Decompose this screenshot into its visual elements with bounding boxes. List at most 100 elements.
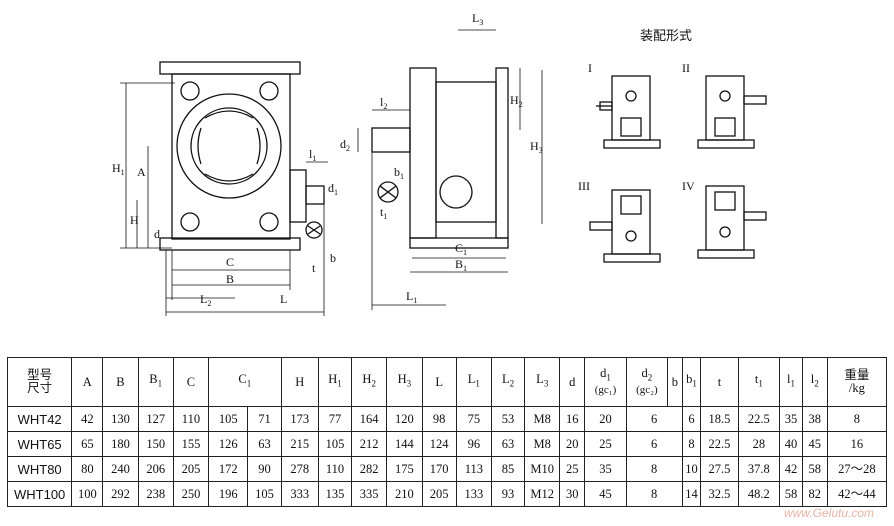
label-t1: t1 [380,205,387,221]
header-top: 型号 [27,368,53,382]
label-H3: H3 [530,139,543,155]
header-cell: l2 [801,357,828,407]
value-cell: 82 [801,481,828,507]
header-cell-stacked: 型号尺寸 [6,357,73,407]
value-cell: 35 [779,406,803,432]
value-cell: 133 [455,481,492,507]
value-cell: 113 [455,456,492,482]
header-symbol: d [641,365,648,380]
value-cell: 210 [386,481,423,507]
model-cell: WHT65 [6,431,73,457]
header-subscript: 1 [337,378,342,389]
header-cell: C [172,357,210,407]
value-cell: 124 [421,431,457,457]
header-symbol: l [786,372,791,387]
value-cell: 16 [559,406,586,432]
value-cell: 215 [280,431,319,457]
label-A: A [137,165,146,179]
header-symbol: d [569,374,576,389]
value-cell: 250 [172,481,210,507]
header-subscript: 3 [406,378,412,389]
value-cell: 164 [351,406,388,432]
value-cell: 110 [172,406,210,432]
value-cell: 18.5 [700,406,739,432]
label-B: B [226,272,234,286]
header-symbol: t [717,374,722,389]
value-cell: 130 [102,406,139,432]
model-cell: WHT100 [6,481,73,507]
header-top: 重量 [844,368,870,382]
value-cell: 75 [455,406,492,432]
value-cell: 93 [490,481,526,507]
header-subscript: 1 [475,378,480,389]
header-symbol: B [116,374,125,389]
value-cell: 126 [208,431,249,457]
value-cell: 90 [247,456,282,482]
header-symbol: L [501,372,510,387]
label-B1: B1 [455,257,467,273]
model-cell: WHT42 [6,406,73,432]
watermark: www.Gelutu.com [783,506,874,520]
label-d2: d2 [340,137,350,153]
assembly-form-II [697,75,767,149]
assembly-title: 装配形式 [640,29,692,44]
label-L1: L1 [406,289,417,305]
value-cell: 63 [490,431,526,457]
header-cell: L2 [490,357,526,407]
label-b1: b1 [394,165,404,181]
header-subscript: 1 [758,378,763,389]
value-cell: 135 [317,481,353,507]
header-cell: A [71,357,104,407]
value-cell: 25 [584,431,627,457]
label-l1: l1 [309,147,316,163]
value-cell: 22.5 [737,406,781,432]
header-cell: B1 [137,357,174,407]
label-H2: H2 [510,93,523,109]
value-cell: M12 [524,481,561,507]
value-cell: 22.5 [700,431,739,457]
value-cell: 120 [386,406,423,432]
header-symbol: H [328,372,338,387]
value-cell: 333 [280,481,319,507]
label-d: d [154,227,160,241]
value-cell: 45 [801,431,828,457]
value-cell: 14 [681,481,702,507]
header-symbol: l [810,372,815,387]
header-bottom: 尺寸 [27,381,53,395]
value-cell: 155 [172,431,210,457]
value-cell: 38 [801,406,828,432]
header-bottom: /kg [848,381,865,395]
value-cell: 16 [826,431,888,457]
header-symbol: C [238,372,247,387]
header-symbol: t [754,372,759,387]
drawing-canvas: H1 A H d C B L2 L l1 d1 b t L3 l2 d2 H2 … [112,11,767,316]
header-cell: H2 [351,357,388,407]
header-cell: L1 [455,357,492,407]
assembly-label-IV: IV [682,179,695,193]
assembly-label-II: II [682,61,690,75]
value-cell: 53 [490,406,526,432]
value-cell: 98 [421,406,457,432]
value-cell: 100 [71,481,104,507]
value-cell: 6 [625,431,683,457]
value-cell: 58 [801,456,828,482]
header-symbol: b [671,374,679,389]
value-cell: 71 [247,406,282,432]
assembly-form-IV [697,185,767,259]
header-extra: (gc₁) [594,384,617,397]
header-subscript: 2 [371,378,376,389]
value-cell: 205 [421,481,457,507]
label-H1: H1 [112,161,125,177]
value-cell: M8 [524,406,561,432]
value-cell: 25 [559,456,586,482]
header-cell: d [559,357,586,407]
header-symbol: C [186,374,196,389]
value-cell: M8 [524,431,561,457]
value-cell: 173 [280,406,319,432]
header-cell: l1 [779,357,803,407]
assembly-form-I [596,75,661,149]
value-cell: 45 [584,481,627,507]
value-cell: 335 [351,481,388,507]
